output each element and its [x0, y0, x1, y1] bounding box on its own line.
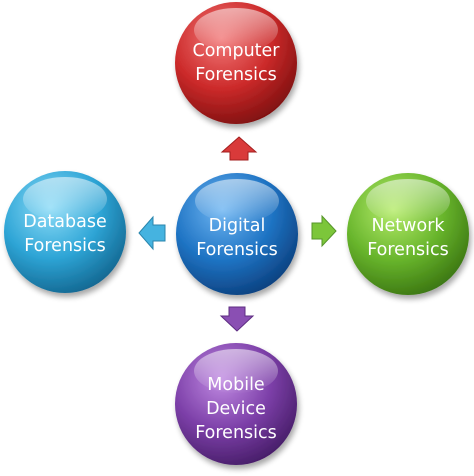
node-gloss-top — [194, 8, 278, 52]
node-label-left-line1: Database — [23, 212, 107, 232]
node-gloss-right — [366, 179, 450, 223]
node-label-bottom-line3: Forensics — [195, 423, 277, 443]
arrow-left-icon — [138, 215, 166, 251]
node-gloss-center — [195, 179, 279, 223]
node-computer-forensics — [175, 2, 297, 124]
node-label-top-line1: Computer — [193, 41, 281, 61]
arrow-up-icon — [220, 136, 258, 161]
node-digital-forensics — [176, 173, 298, 295]
node-database-forensics — [4, 171, 126, 293]
node-label-bottom-line1: Mobile — [207, 375, 264, 395]
node-mobile-device-forensics — [175, 343, 297, 465]
node-label-top-line2: Forensics — [195, 65, 277, 85]
node-label-center-line1: Digital — [209, 216, 266, 236]
node-label-bottom-line2: Device — [206, 399, 266, 419]
node-gloss-bottom — [194, 349, 278, 393]
node-label-left-line2: Forensics — [24, 236, 106, 256]
node-label-right-line2: Forensics — [367, 240, 449, 260]
node-label-right-line1: Network — [371, 216, 445, 236]
node-gloss-left — [23, 177, 107, 221]
arrow-down-icon — [219, 306, 255, 332]
node-network-forensics — [347, 173, 469, 295]
arrow-right-icon — [311, 214, 337, 248]
node-label-center-line2: Forensics — [196, 240, 278, 260]
